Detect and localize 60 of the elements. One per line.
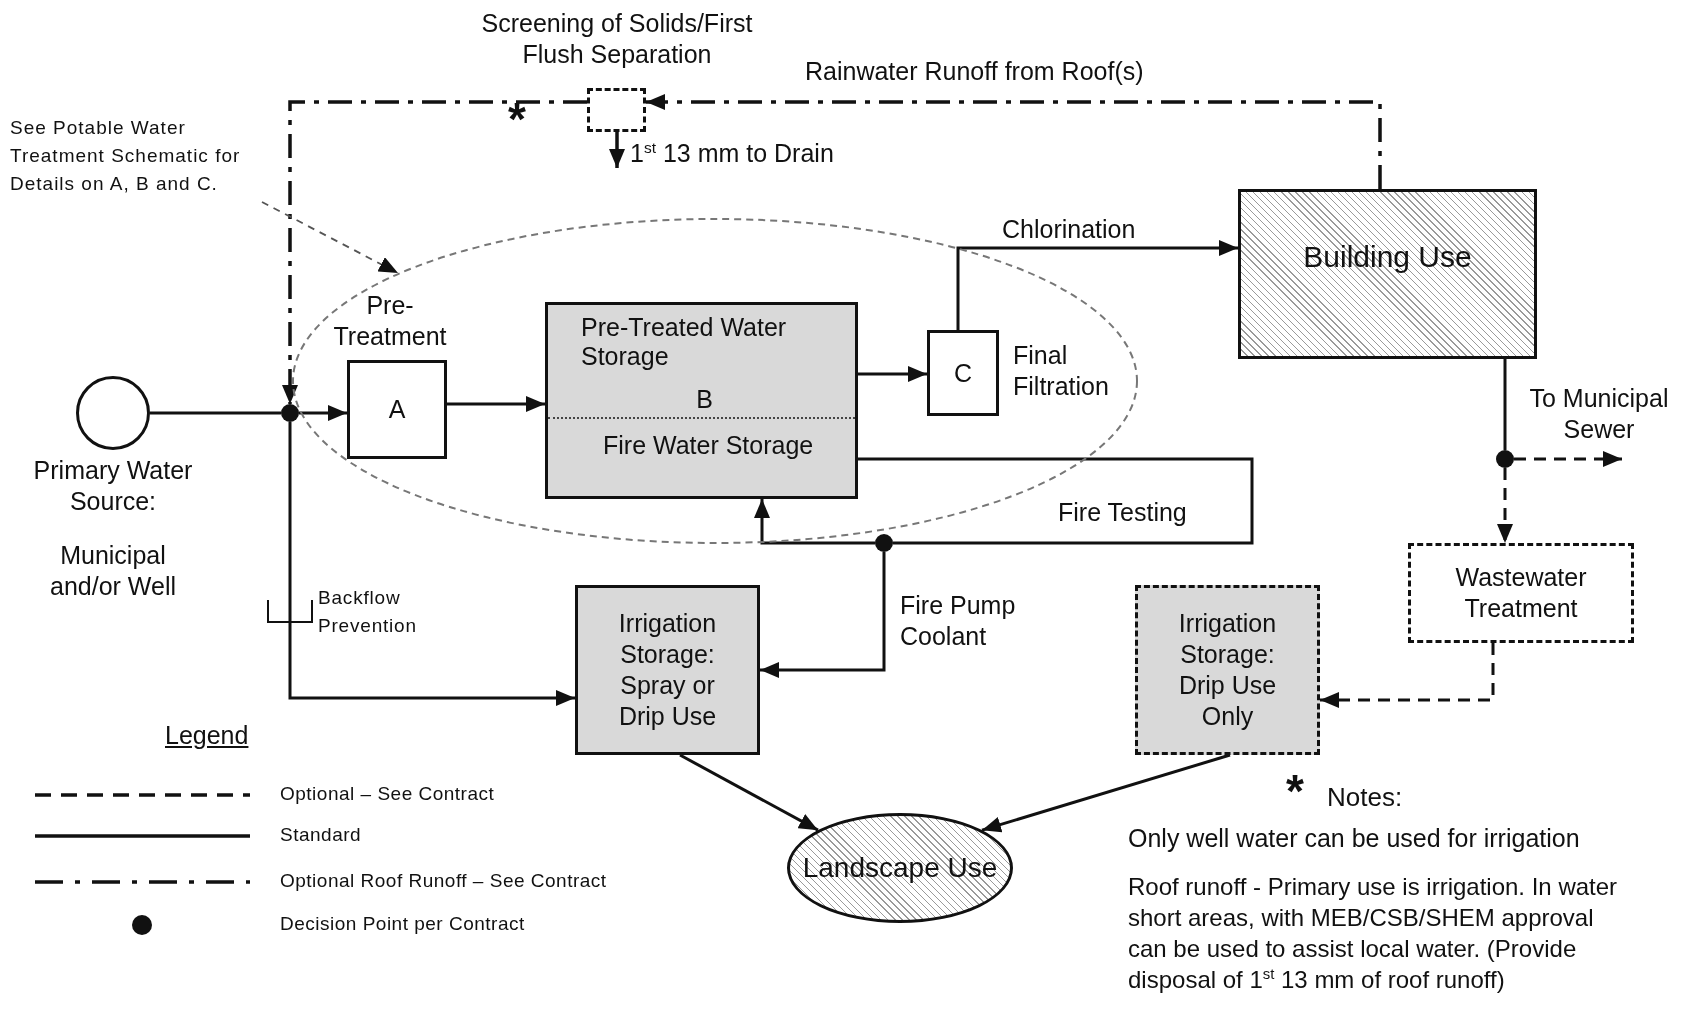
arrow bbox=[1514, 451, 1622, 467]
node-caption: Screening of Solids/First Flush Separation bbox=[480, 8, 754, 70]
legend-text: Standard bbox=[280, 823, 362, 847]
junction-dot bbox=[875, 534, 893, 552]
arrow bbox=[447, 396, 545, 412]
arrow bbox=[299, 405, 347, 421]
node-caption: Final Filtration bbox=[1013, 340, 1110, 402]
arrow bbox=[1320, 643, 1495, 708]
arrow bbox=[679, 753, 819, 832]
note-text: Notes: bbox=[1327, 782, 1403, 813]
note-text: Roof runoff - Primary use is irrigation. In water short areas, with MEB/CSB/SHEM approval can be used to assist local water. (Provide disposal of 1$^{st}$ 13 mm of roof runoff) bbox=[1128, 872, 1619, 995]
edge-label: Fire Testing bbox=[1058, 497, 1187, 528]
edge-label: Rainwater Runoff from Roof(s) bbox=[805, 56, 1144, 87]
arrow bbox=[261, 201, 399, 274]
box-label: Irrigation Storage: Drip Use Only bbox=[1177, 608, 1278, 732]
edge-label: Backflow Prevention bbox=[318, 586, 418, 638]
box-label: Pre-Treated Water Storage bbox=[581, 313, 788, 371]
process-box bbox=[927, 330, 999, 416]
arrow bbox=[754, 499, 875, 545]
edge-label: 1$^{st}$ 13 mm to Drain bbox=[630, 138, 834, 169]
arrow bbox=[858, 366, 927, 382]
node-caption: Primary Water Source: bbox=[32, 455, 194, 517]
box-label: Landscape Use bbox=[802, 852, 998, 884]
junction-dot bbox=[1496, 450, 1514, 468]
edge-label: To Municipal Sewer bbox=[1528, 383, 1670, 445]
arrow bbox=[609, 132, 625, 168]
asterisk-mark: * bbox=[1286, 768, 1304, 814]
legend-title: Legend bbox=[165, 720, 249, 751]
junction-dot bbox=[281, 404, 299, 422]
storage-box bbox=[575, 585, 760, 755]
node-caption: Pre-Treatment bbox=[332, 290, 448, 352]
legend-text: Optional Roof Runoff – See Contract bbox=[280, 869, 607, 893]
storage-box bbox=[1135, 585, 1320, 755]
legend-text: Optional – See Contract bbox=[280, 782, 495, 806]
box-label: C bbox=[953, 358, 973, 388]
note-text: Only well water can be used for irrigation bbox=[1128, 823, 1580, 854]
hatched-box bbox=[1238, 189, 1537, 359]
box-label: Wastewater Treatment bbox=[1454, 562, 1588, 624]
arrow bbox=[1497, 468, 1513, 543]
asterisk-mark: * bbox=[508, 96, 526, 142]
treatment-box bbox=[1408, 543, 1634, 643]
arrow bbox=[646, 94, 1382, 189]
box-label: B bbox=[695, 385, 714, 414]
note-text: See Potable Water Treatment Schematic for Details on A, B and C. bbox=[10, 114, 272, 202]
arrow bbox=[760, 552, 886, 678]
arrow bbox=[981, 753, 1231, 833]
arrow bbox=[956, 240, 1238, 330]
storage-tank-box bbox=[545, 302, 858, 499]
box-label: Building Use bbox=[1303, 240, 1472, 275]
screening-box bbox=[587, 88, 646, 132]
edge-label: Fire Pump Coolant bbox=[900, 590, 1017, 652]
box-label: A bbox=[388, 395, 406, 424]
legend-text: Decision Point per Contract bbox=[280, 912, 525, 936]
node-caption: Municipal and/or Well bbox=[49, 540, 177, 602]
process-box bbox=[347, 360, 447, 459]
arrow bbox=[288, 422, 575, 706]
box-label: Fire Water Storage bbox=[603, 431, 815, 460]
arrow bbox=[282, 100, 587, 404]
box-label: Irrigation Storage: Spray or Drip Use bbox=[617, 608, 718, 732]
edge-label: Chlorination bbox=[1002, 214, 1136, 245]
